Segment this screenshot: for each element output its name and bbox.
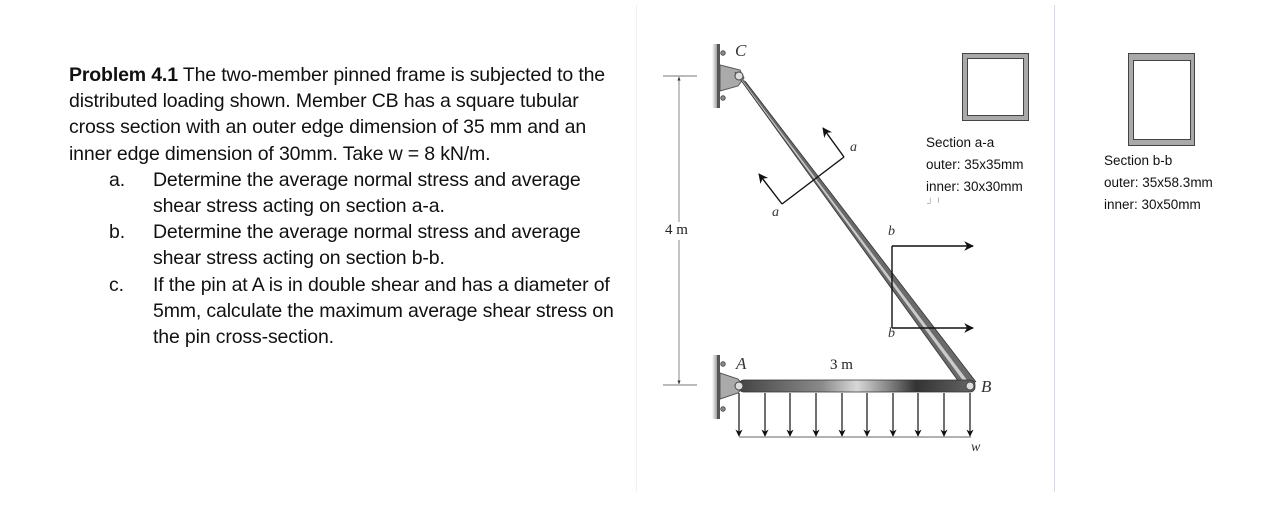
frame-figure: C A B a a b b w 4 m 3 m [640,0,1040,514]
part-text: Determine the average normal stress and … [153,221,581,270]
part-marker: a. [109,168,125,191]
support-a [712,355,745,419]
part-marker: b. [109,221,125,244]
part-marker: c. [109,273,124,296]
stray-mark: ┘ ╵ [927,198,942,208]
support-c [712,44,745,108]
label-section-b-top: b [888,224,895,239]
pin-c [734,71,744,81]
label-a: A [736,354,747,373]
problem-title: Problem 4.1 [69,64,178,86]
section-b-hollow [1133,60,1191,140]
label-c: C [735,41,747,60]
section-b-cut [891,241,974,333]
label-section-a-bottom: a [772,205,779,220]
section-b-title: Section b-b [1104,153,1173,168]
part-text: If the pin at A is in double shear and h… [153,273,614,349]
divider-right [1054,5,1055,492]
height-dimension [663,75,697,386]
member-cb [734,71,977,390]
problem-part-a: a. Determine the average normal stress a… [69,167,629,219]
problem-intro-text: The two-member pinned frame is subjected… [69,64,605,165]
label-b: B [981,377,992,396]
problem-statement: Problem 4.1 The two-member pinned frame … [69,62,629,350]
section-a-shape [962,53,1029,121]
divider-left [636,5,637,492]
section-a-outer: outer: 35x35mm [926,157,1024,172]
part-text: Determine the average normal stress and … [153,168,581,218]
label-section-b-bottom: b [888,326,895,341]
section-b-outer: outer: 35x58.3mm [1104,175,1213,190]
problem-part-b: b. Determine the average normal stress a… [69,219,629,271]
label-section-a-top: a [850,140,857,155]
dimension-height: 4 m [665,222,688,238]
member-ab [738,379,976,393]
dimension-span: 3 m [830,357,853,373]
section-a-inner: inner: 30x30mm [926,179,1023,194]
distributed-load [735,393,974,438]
label-load-w: w [971,440,981,455]
section-a-cut [758,127,845,205]
problem-parts-list: a. Determine the average normal stress a… [69,167,629,350]
pin-b [965,381,975,391]
section-b-inner: inner: 30x50mm [1104,197,1201,212]
section-b-info: Section b-b outer: 35x58.3mm inner: 30x5… [1104,150,1213,216]
pin-a [734,381,744,391]
section-a-hollow [967,58,1024,116]
section-a-title: Section a-a [926,135,995,150]
problem-intro: Problem 4.1 The two-member pinned frame … [69,62,629,167]
problem-part-c: c. If the pin at A is in double shear an… [69,272,629,351]
frame-diagram [663,44,977,438]
section-a-info: Section a-a outer: 35x35mm inner: 30x30m… [926,132,1024,198]
section-b-shape [1128,53,1195,146]
